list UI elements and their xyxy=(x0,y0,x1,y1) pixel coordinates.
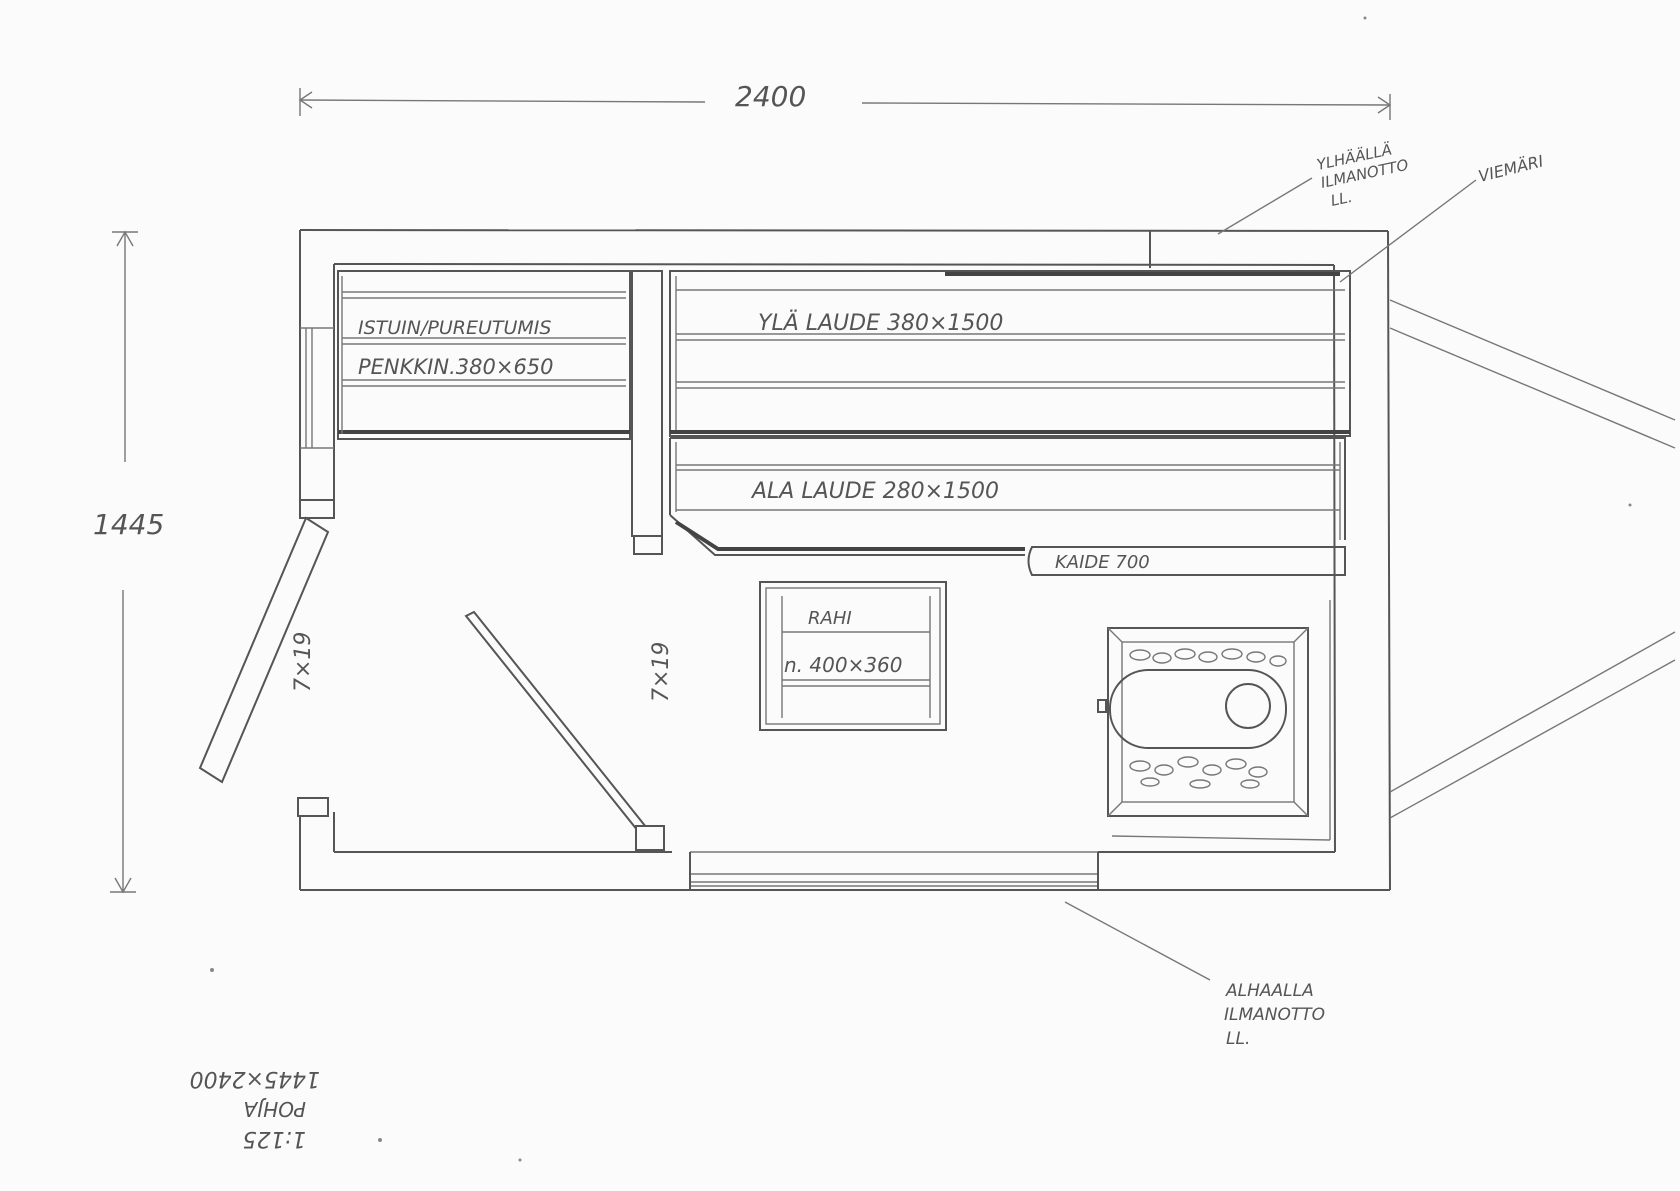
height-label: 1445 xyxy=(93,508,164,541)
lower-intake-callout: ALHAALLA ILMANOTTO LL. xyxy=(1064,901,1325,1049)
title-name: POHJA xyxy=(244,1097,306,1121)
seat-bench: ISTUIN/PUREUTUMIS PENKKIN.380×650 xyxy=(337,270,631,440)
partition-wall xyxy=(631,270,663,555)
drain-label: VIEMÄRI xyxy=(1476,151,1545,186)
width-dimension: 2400 xyxy=(298,80,1392,120)
seat-bench-label-1: ISTUIN/PUREUTUMIS xyxy=(358,317,551,339)
stool-name: RAHI xyxy=(808,608,852,629)
lower-intake-label-1: ALHAALLA xyxy=(1225,981,1314,1001)
lower-intake-label-2: ILMANOTTO xyxy=(1224,1005,1325,1025)
upper-intake-label-3: LL. xyxy=(1329,188,1354,210)
upper-bench-label: YLÄ LAUDE 380×1500 xyxy=(758,310,1003,336)
sauna-stove xyxy=(1097,600,1331,841)
inner-door: 7×19 xyxy=(464,610,674,851)
railing: KAIDE 700 xyxy=(1027,546,1346,576)
entrance-door: 7×19 xyxy=(198,516,330,784)
title-size: 1445×2400 xyxy=(190,1066,320,1091)
width-label: 2400 xyxy=(735,80,806,113)
upper-bench: YLÄ LAUDE 380×1500 xyxy=(669,270,1351,437)
inner-door-label: 7×19 xyxy=(649,642,674,702)
glass-wall xyxy=(689,851,1099,890)
stove-stones xyxy=(1129,648,1287,789)
upper-intake-callout: YLHÄÄLLÄ ILMANOTTO LL. xyxy=(1217,139,1410,235)
entrance-door-label: 7×19 xyxy=(291,632,316,692)
lower-bench: ALA LAUDE 280×1500 xyxy=(669,437,1346,556)
height-dimension: 1445 xyxy=(93,230,164,894)
railing-label: KAIDE 700 xyxy=(1055,552,1150,573)
outer-walls xyxy=(297,229,1391,891)
title-block: 1:125 POHJA 1445×2400 xyxy=(190,1066,320,1151)
stool-size: n. 400×360 xyxy=(784,653,903,677)
seat-bench-label-2: PENKKIN.380×650 xyxy=(358,355,554,379)
stool: RAHI n. 400×360 xyxy=(759,581,947,731)
lower-bench-label: ALA LAUDE 280×1500 xyxy=(750,479,999,504)
lower-intake-label-3: LL. xyxy=(1226,1029,1250,1049)
paper-specks xyxy=(210,16,1632,1162)
title-scale: 1:125 xyxy=(243,1126,306,1151)
exterior-lines xyxy=(1389,299,1676,819)
